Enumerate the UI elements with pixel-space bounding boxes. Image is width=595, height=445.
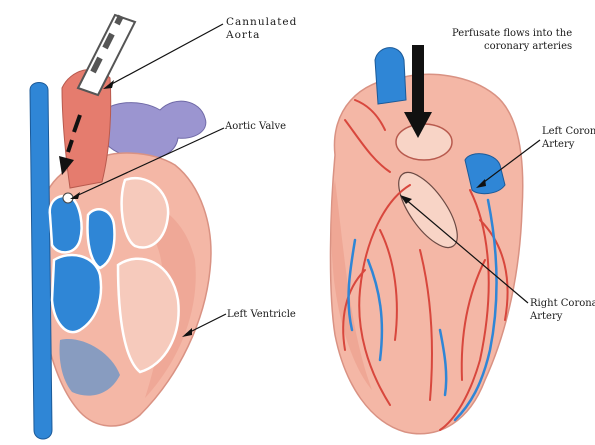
left-coronary-label-line1: Left Coronary (542, 125, 595, 138)
left-coronary-label: Left Coronary Artery (542, 125, 595, 151)
perfusate-label-line1: Perfusate flows into the (436, 27, 572, 40)
cannulated-aorta-label-line1: Cannulated (226, 16, 297, 29)
perfusate-label-line2: coronary arteries (436, 40, 572, 53)
right-coronary-label: Right Coronary Artery (530, 297, 595, 323)
vena-cava-blue (30, 83, 52, 440)
right-coronary-label-line1: Right Coronary (530, 297, 595, 310)
top-blue-vessel (375, 48, 406, 104)
cannulated-aorta-label: Cannulated Aorta (226, 16, 297, 42)
right-atrium-chamber (50, 196, 82, 252)
pulmonary-artery-purple (95, 101, 206, 159)
left-coronary-label-line2: Artery (542, 138, 595, 151)
right-heart-illustration (330, 48, 522, 434)
septum-chamber (88, 209, 115, 268)
aortic-root-opening (396, 124, 452, 160)
left-ventricle-label: Left Ventricle (227, 308, 296, 321)
aortic-valve-label: Aortic Valve (225, 120, 286, 133)
right-coronary-label-line2: Artery (530, 310, 595, 323)
cannulated-aorta-label-line2: Aorta (226, 29, 297, 42)
perfusate-label: Perfusate flows into the coronary arteri… (436, 27, 572, 53)
